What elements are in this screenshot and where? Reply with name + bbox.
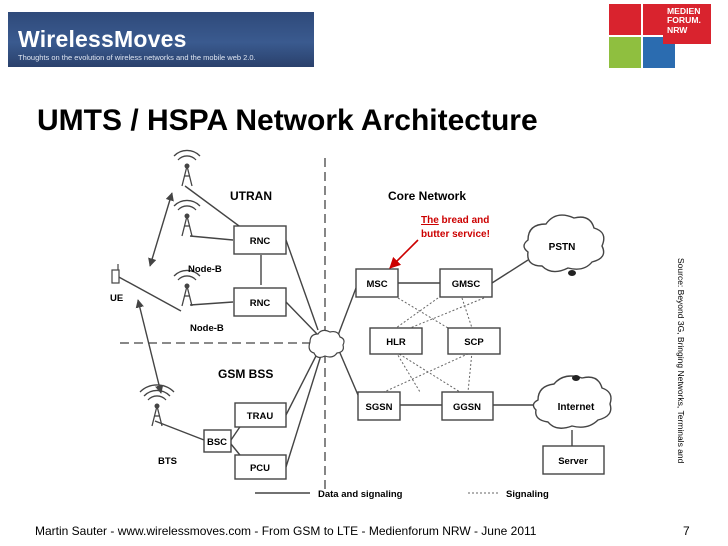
data-links (116, 185, 573, 468)
brand-tagline: Thoughts on the evolution of wireless ne… (18, 53, 256, 62)
ue-bts-arrow (135, 299, 164, 394)
node-boxes (203, 225, 605, 480)
bts-label: BTS (158, 456, 177, 467)
annotation-underlined: The (421, 215, 439, 226)
source-note: Source: Beyond 3G, Bringing Networks, Te… (676, 258, 686, 464)
legend-solid-label: Data and signaling (318, 489, 403, 500)
logo-square-green (609, 37, 641, 68)
annotation-line-1: bread and (439, 215, 490, 226)
annotation-line-2: butter service! (421, 229, 490, 240)
msc-label: MSC (366, 279, 387, 290)
antenna-icon-1 (173, 149, 201, 187)
ue-phone-icon (111, 269, 120, 284)
utran-label: UTRAN (230, 189, 272, 203)
medienforum-logo: MEDIEN FORUM. NRW (609, 4, 717, 70)
logo-line-3: NRW (667, 24, 688, 35)
pstn-cloud (523, 214, 605, 273)
annotation-text: The bread and butter service! (421, 215, 490, 240)
logo-text: MEDIEN FORUM. NRW (667, 6, 701, 35)
antenna-icons (139, 149, 201, 427)
antenna-icon-bts (139, 384, 175, 427)
server-label: Server (558, 456, 588, 467)
logo-text-block (663, 4, 711, 44)
central-cloud (308, 329, 345, 359)
ue-label: UE (110, 293, 123, 304)
ue-nodeb-arrow (148, 192, 174, 267)
logo-square-red (609, 4, 641, 35)
internet-label: Internet (558, 402, 595, 413)
slide-footer: Martin Sauter - www.wirelessmoves.com - … (35, 524, 537, 538)
bsc-label: BSC (207, 437, 227, 448)
slide-title: UMTS / HSPA Network Architecture (37, 104, 538, 137)
logo-line-1: MEDIEN (667, 6, 701, 16)
signaling-links (383, 297, 485, 393)
core-network-label: Core Network (388, 189, 466, 203)
scp-label: SCP (464, 337, 484, 348)
rnc-2-label: RNC (250, 298, 271, 309)
svg-text:The bread and: The bread and (421, 215, 489, 226)
brand-name: WirelessMoves (18, 26, 187, 52)
page-number: 7 (683, 524, 690, 538)
ggsn-label: GGSN (453, 402, 481, 413)
antenna-icon-3 (173, 269, 201, 307)
rnc-1-label: RNC (250, 236, 271, 247)
gsm-bss-label: GSM BSS (218, 367, 273, 381)
logo-line-2: FORUM. (667, 15, 701, 26)
trau-label: TRAU (247, 411, 274, 422)
sgsn-label: SGSN (366, 402, 393, 413)
node-b-1-label: Node-B (188, 264, 222, 275)
node-b-2-label: Node-B (190, 323, 224, 334)
hlr-label: HLR (386, 337, 406, 348)
pcu-label: PCU (250, 463, 270, 474)
legend-dotted-label: Signaling (506, 489, 549, 500)
wirelessmoves-banner: WirelessMoves Thoughts on the evolution … (8, 12, 314, 67)
antenna-icon-2 (173, 199, 201, 237)
annotation-arrow (389, 239, 419, 269)
internet-cloud (532, 375, 612, 429)
gmsc-label: GMSC (452, 279, 481, 290)
pstn-label: PSTN (549, 242, 576, 253)
